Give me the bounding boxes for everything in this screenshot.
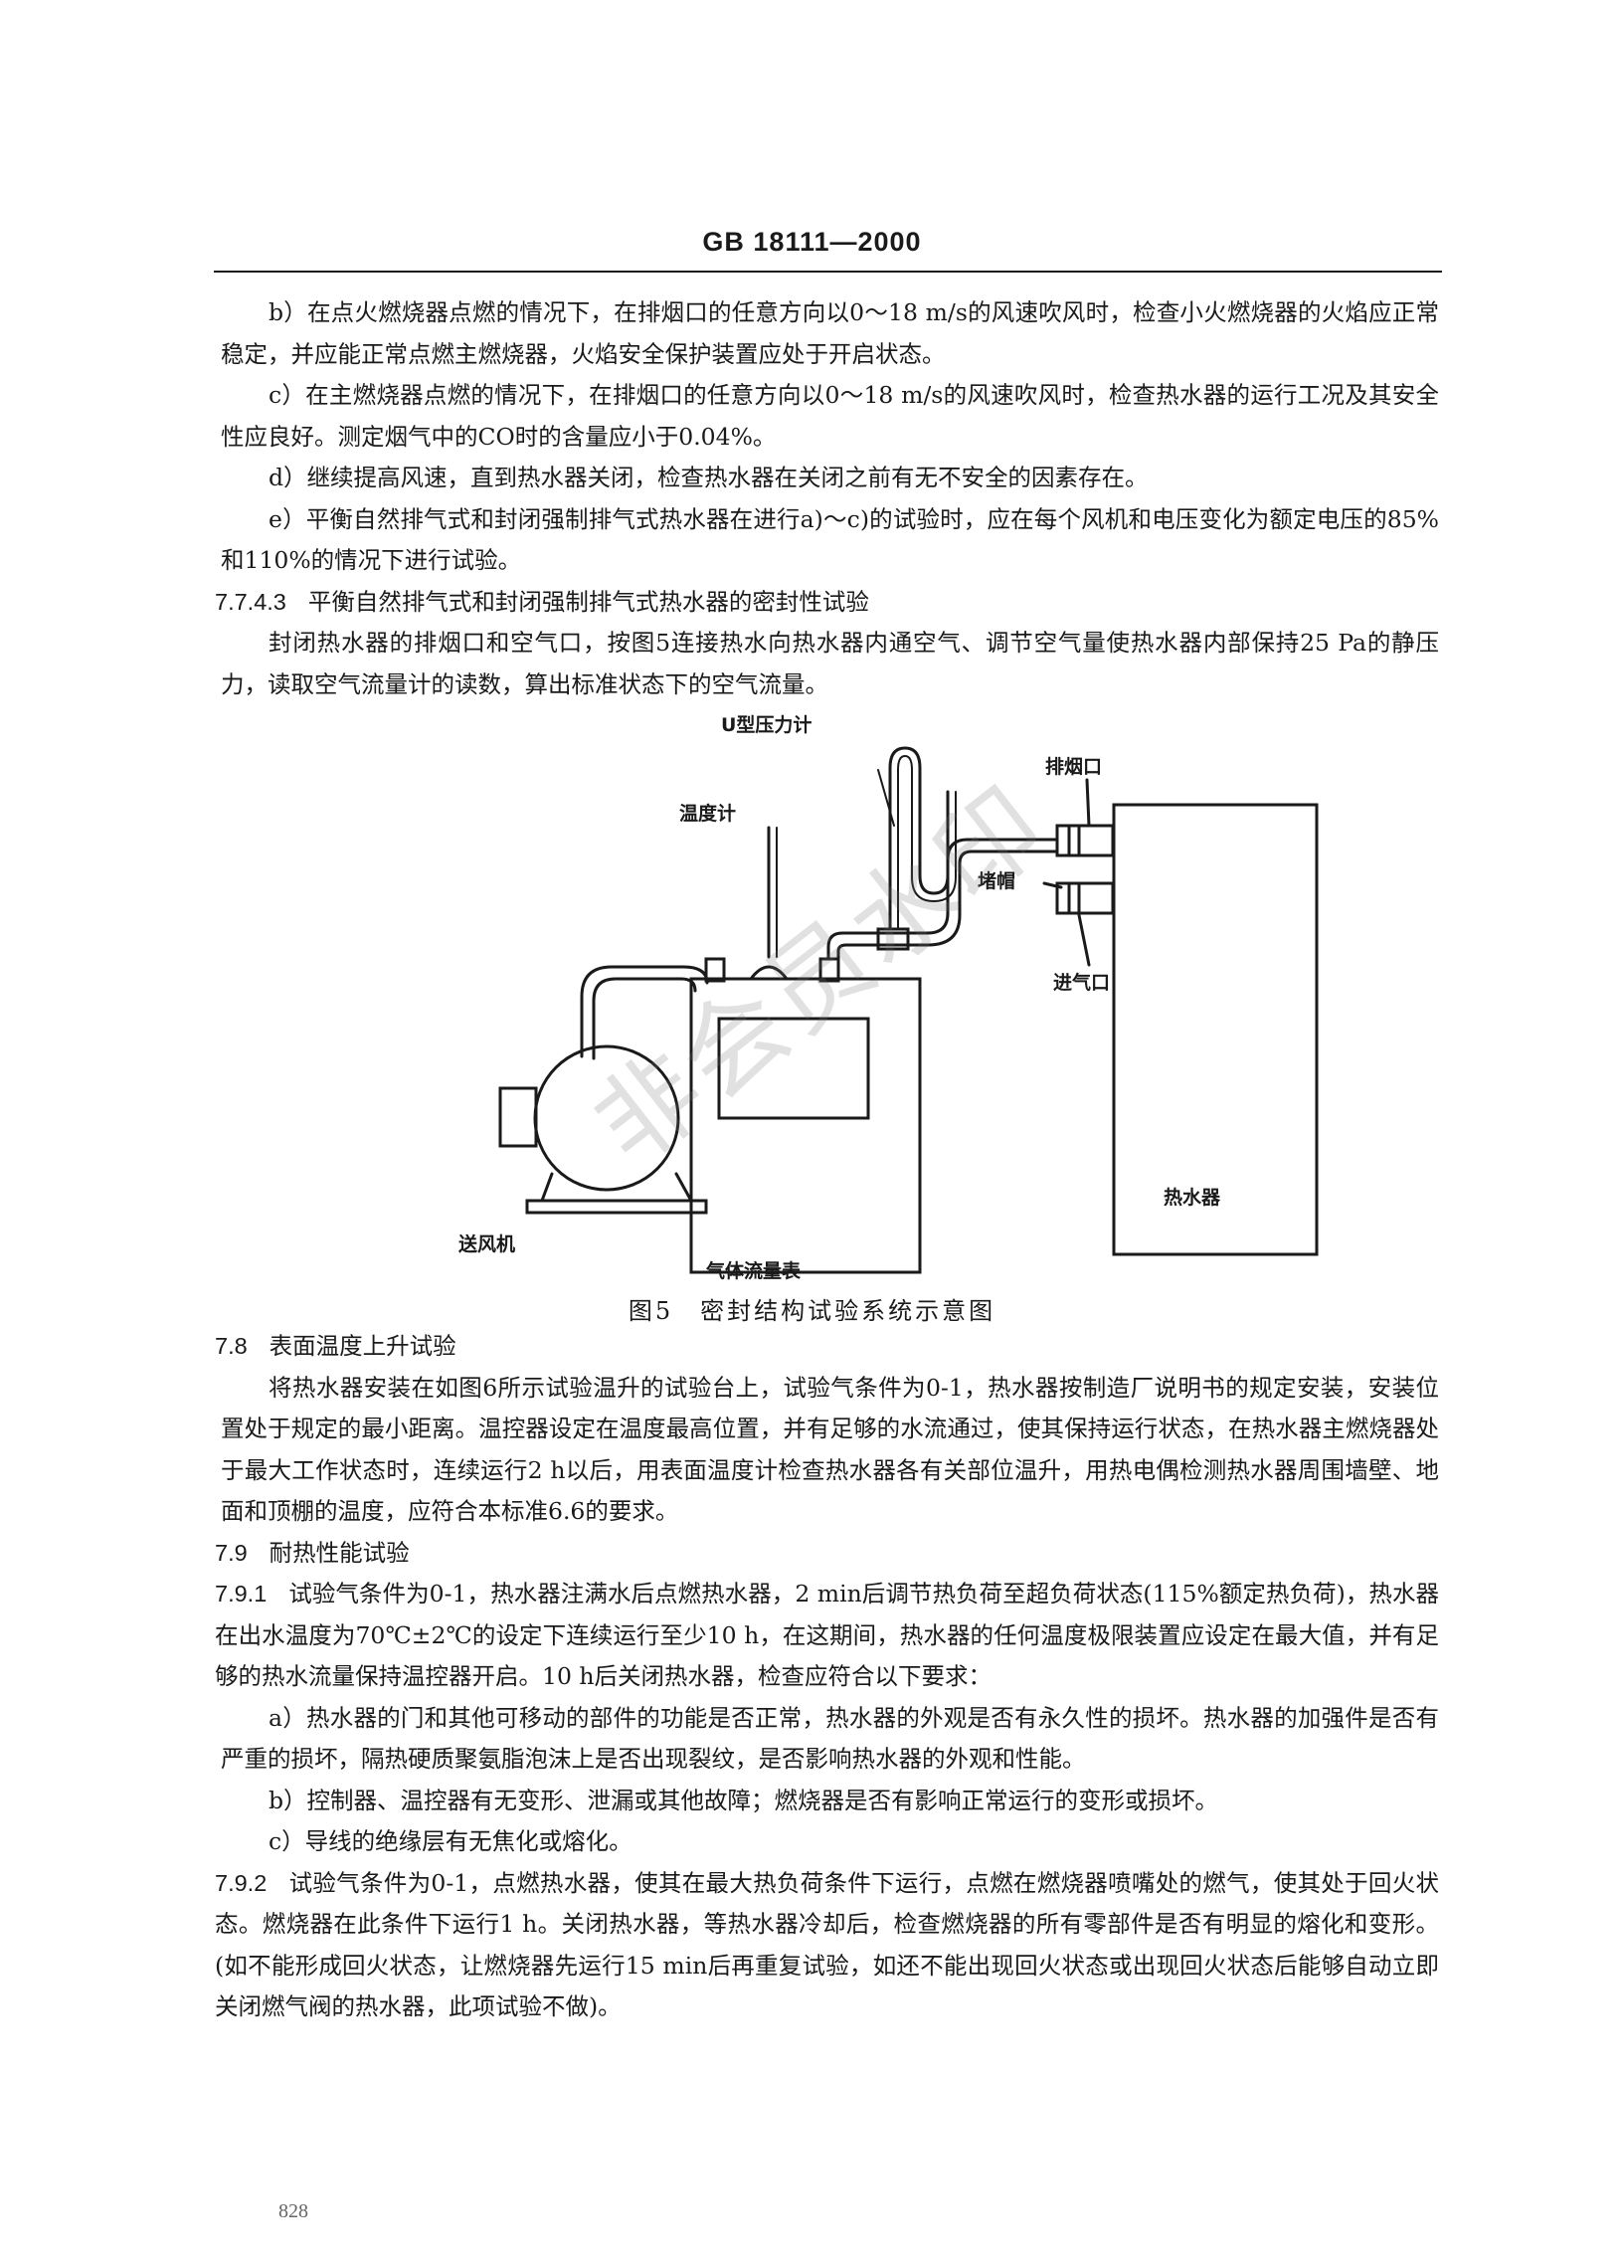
label-thermometer: 温度计 (679, 802, 736, 825)
paragraph-7-8-body: 将热水器安装在如图6所示试验温升的试验台上，试验气条件为0-1，热水器按制造厂说… (221, 1373, 1439, 1526)
section-number: 7.9.2 (215, 1869, 268, 1896)
section-title: 表面温度上升试验 (269, 1332, 456, 1360)
paragraph-c: c）在主燃烧器点燃的情况下，在排烟口的任意方向以0～18 m/s的风速吹风时，检… (221, 381, 1439, 451)
page-number: 828 (278, 2200, 308, 2222)
label-u-gauge: U型压力计 (721, 713, 812, 736)
figure-5-diagram: U型压力计 温度计 排烟口 堵帽 进气口 送风机 气体流量表 热水器 (452, 708, 1447, 1285)
section-number: 7.9 (215, 1539, 248, 1566)
heading-7-7-4-3: 7.7.4.3 平衡自然排气式和封闭强制排气式热水器的密封性试验 (215, 582, 1439, 624)
heading-7-8: 7.8 表面温度上升试验 (215, 1326, 1439, 1368)
label-plug: 堵帽 (978, 869, 1015, 892)
section-title: 耐热性能试验 (269, 1538, 410, 1567)
label-air-inlet: 进气口 (1053, 971, 1110, 994)
label-water-heater: 热水器 (1164, 1186, 1221, 1209)
section-number: 7.9.1 (215, 1581, 268, 1606)
heater-box (1112, 803, 1319, 1256)
list-item-a: a）热水器的门和其他可移动的部件的功能是否正常，热水器的外观是否有永久性的损坏。… (221, 1703, 1439, 1774)
figure-5-caption: 图5 密封结构试验系统示意图 (628, 1297, 996, 1325)
label-exhaust-port: 排烟口 (1045, 755, 1102, 778)
heading-7-9: 7.9 耐热性能试验 (215, 1533, 1439, 1575)
figure-5-svg: U型压力计 温度计 排烟口 堵帽 进气口 送风机 气体流量表 热水器 (458, 713, 1319, 1282)
paragraph-b: b）在点火燃烧器点燃的情况下，在排烟口的任意方向以0～18 m/s的风速吹风时，… (221, 298, 1439, 368)
inlet-plug-shape (1055, 881, 1115, 915)
paragraph-e: e）平衡自然排气式和封闭强制排气式热水器在进行a)～c)的试验时，应在每个风机和… (221, 504, 1439, 575)
section-title: 平衡自然排气式和封闭强制排气式热水器的密封性试验 (307, 587, 869, 616)
paragraph-d: d）继续提高风速，直到热水器关闭，检查热水器在关闭之前有无不安全的因素存在。 (269, 464, 1149, 491)
label-blower: 送风机 (458, 1232, 515, 1255)
section-number: 7.7.4.3 (215, 588, 286, 615)
exhaust-port-shape (1055, 824, 1115, 857)
paragraph-7-7-4-3-body: 封闭热水器的排烟口和空气口，按图5连接热水向热水器内通空气、调节空气量使热水器内… (221, 629, 1439, 698)
list-item-c: c）导线的绝缘层有无焦化或熔化。 (269, 1827, 632, 1855)
section-number: 7.8 (215, 1333, 248, 1359)
text-block-bottom: 7.8 表面温度上升试验 将热水器安装在如图6所示试验温升的试验台上，试验气条件为… (215, 1326, 1439, 2028)
paragraph-7-9-2-body: 试验气条件为0-1，点燃热水器，使其在最大热负荷条件下运行，点燃在燃烧器喷嘴处的… (215, 1868, 1439, 2021)
flowmeter-box (689, 977, 922, 1274)
label-flowmeter: 气体流量表 (705, 1259, 802, 1282)
page-header: GB 18111—2000 (702, 227, 922, 257)
header-rule (214, 271, 1442, 273)
text-block-top: b）在点火燃烧器点燃的情况下，在排烟口的任意方向以0～18 m/s的风速吹风时，… (215, 292, 1439, 705)
flowmeter-window (717, 1017, 870, 1120)
list-item-b: b）控制器、温控器有无变形、泄漏或其他故障；燃烧器是否有影响正常运行的变形或损坏… (269, 1786, 1219, 1814)
paragraph-7-9-1-body: 试验气条件为0-1，热水器注满水后点燃热水器，2 min后调节热负荷至超负荷状态… (215, 1580, 1439, 1690)
